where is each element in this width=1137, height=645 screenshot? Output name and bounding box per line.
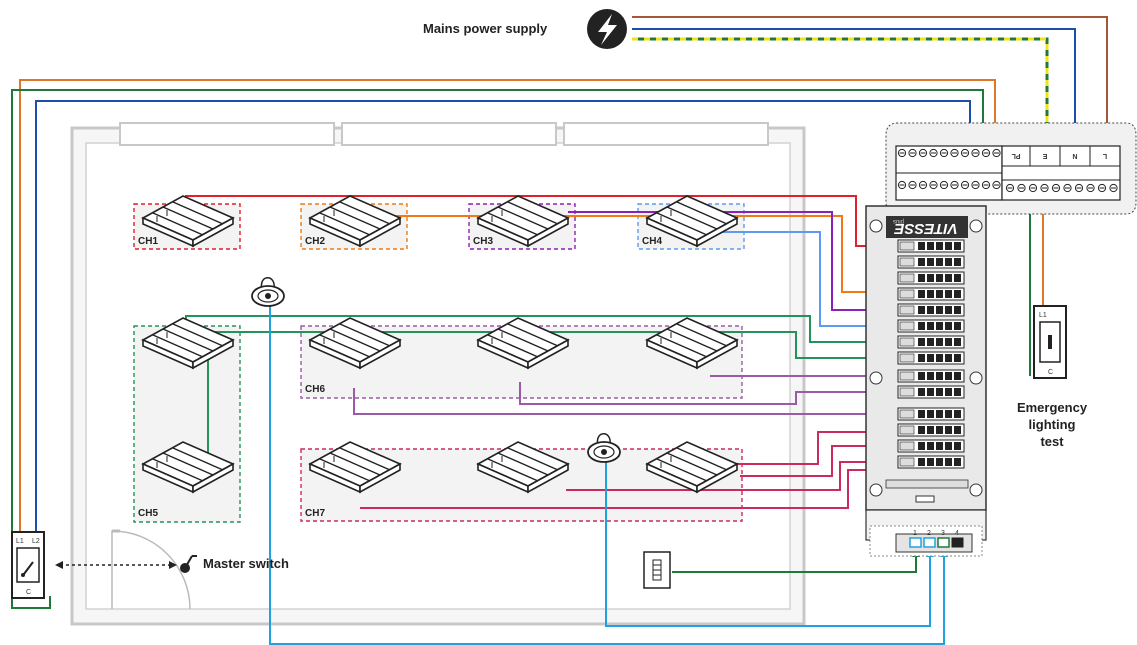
data-ports: 1 2 3 4: [909, 530, 964, 548]
channel-labels: CH1 CH2 CH3 CH4 CH5 CH6 CH7: [138, 236, 662, 519]
label-ch7: CH7: [305, 508, 325, 519]
port-1-label: 1: [913, 530, 917, 537]
term-n: N: [1072, 152, 1077, 159]
relay-rows: [897, 239, 965, 469]
port-3-label: 3: [941, 530, 945, 537]
emergency-label-line3: test: [1040, 434, 1064, 449]
mains-power-icon: [587, 9, 627, 49]
master-l1: L1: [16, 538, 24, 545]
emergency-switch: L1 C: [1033, 305, 1067, 379]
label-ch1: CH1: [138, 236, 158, 247]
label-ch2: CH2: [305, 236, 325, 247]
emergency-l1: L1: [1039, 312, 1047, 319]
terminal-callout: [885, 122, 1137, 246]
label-ch6: CH6: [305, 384, 325, 395]
terminal-screws: [897, 148, 1118, 193]
master-switch-link: [55, 555, 197, 573]
port-4: [951, 537, 964, 548]
port-1: [909, 537, 922, 548]
scene-plate-icon: [643, 551, 671, 589]
master-switch-label: Master switch: [203, 556, 289, 571]
master-l2: L2: [32, 538, 40, 545]
master-c: C: [26, 589, 31, 596]
brand-label: VITESSE: [893, 220, 957, 237]
port-2: [923, 537, 936, 548]
label-ch4: CH4: [642, 236, 662, 247]
emergency-label-line1: Emergency: [1017, 400, 1088, 415]
port-2-label: 2: [927, 530, 931, 537]
port-4-label: 4: [955, 530, 959, 537]
master-switch: L1 L2 C: [11, 531, 45, 599]
term-pl: PL: [1011, 152, 1021, 159]
emergency-label-line2: lighting: [1029, 417, 1076, 432]
emergency-c: C: [1048, 369, 1053, 376]
port-3: [937, 537, 950, 548]
mains-block-labels: PL E N L: [1011, 152, 1107, 159]
term-e: E: [1042, 152, 1047, 159]
label-ch5: CH5: [138, 508, 158, 519]
term-l: L: [1102, 152, 1107, 159]
mains-label: Mains power supply: [423, 21, 548, 36]
label-ch3: CH3: [473, 236, 493, 247]
brand-sub-label: plus: [893, 218, 904, 224]
